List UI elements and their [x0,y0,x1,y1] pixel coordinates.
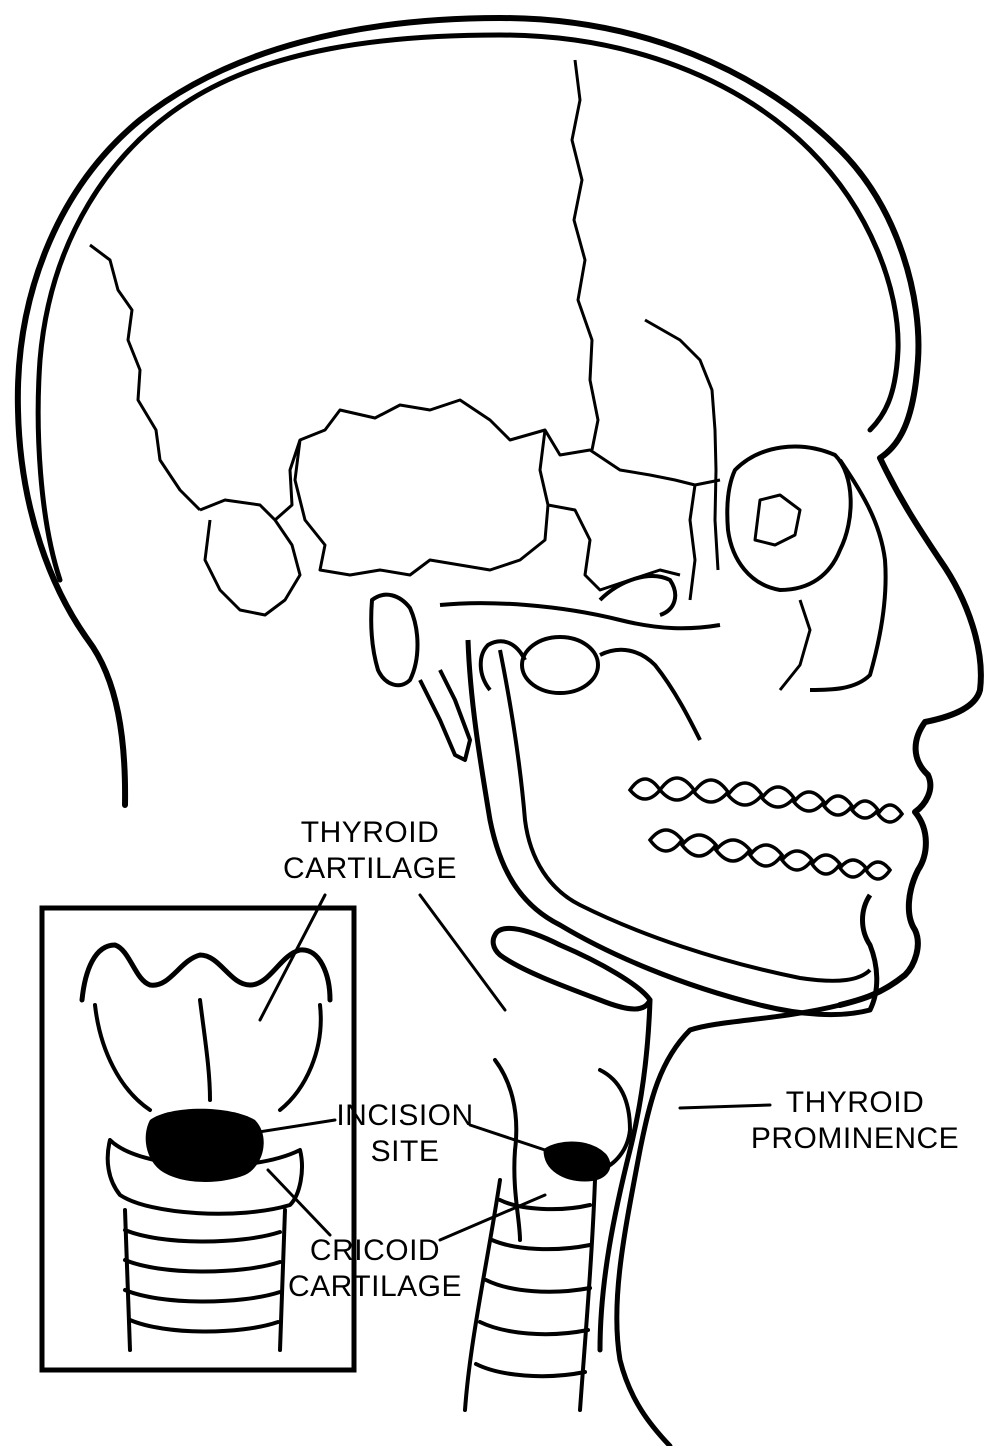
skull-sutures [90,60,886,760]
label-thyroid-cartilage-line2: CARTILAGE [283,852,457,885]
label-incision-site-line1: INCISION [336,1099,473,1132]
label-cricoid-cartilage-line2: CARTILAGE [288,1270,462,1303]
leader-thyroid-prominence [680,1105,770,1108]
incision-area-inset [146,1109,264,1182]
label-thyroid-prominence-line2: PROMINENCE [751,1122,959,1155]
label-thyroid-prominence-line1: THYROID [786,1086,925,1119]
label-incision-site-line2: SITE [371,1135,440,1168]
neck-structures [465,928,840,1446]
teeth [630,778,902,879]
label-cricoid-cartilage-line1: CRICOID [310,1234,440,1267]
labels: THYROID CARTILAGE INCISION SITE CRICOID … [283,816,959,1303]
leader-thyroid-cartilage-neck [420,895,505,1010]
label-thyroid-cartilage-line1: THYROID [301,816,440,849]
mandible [468,637,877,1015]
